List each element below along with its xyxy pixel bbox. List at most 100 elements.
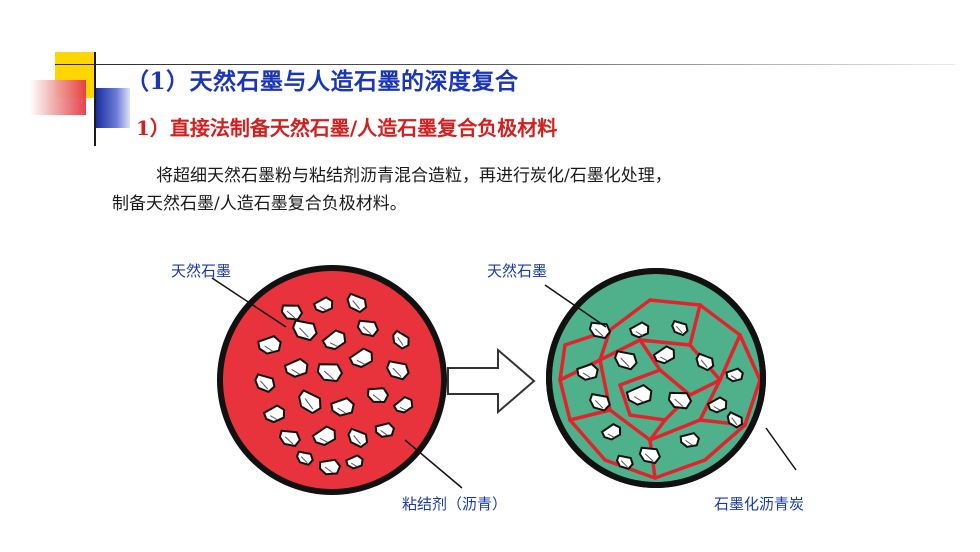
left-binder-label: 粘结剂（沥青） [402,495,508,513]
left-graphite-flake-edge [260,380,269,390]
left-graphite-flake [366,387,390,404]
left-graphite-flake [254,373,276,393]
vertical-deco-line [94,52,96,146]
left-graphite-flake [392,329,410,350]
right-graphite-flake [695,352,715,372]
red-deco-block [30,80,86,115]
right-graphite-flake-edge [731,417,738,426]
left-graphite-flake [311,425,337,447]
page-subtitle: 1）直接法制备天然石墨/人造石墨复合负极材料 [136,116,558,140]
left-graphite-flake [346,292,368,314]
right-graphite-flake-edge [607,433,615,438]
right-graphite-flake [706,396,728,414]
left-graphite-flake [356,319,380,338]
left-graphite-flake-edge [324,466,334,474]
right-graphite-flake [614,350,638,371]
pitch-network-segment [688,378,722,397]
left-graphite-flake [347,427,369,449]
right-graphite-flake-edge [676,325,683,334]
right-bottom-leader-line [765,427,797,471]
right-graphite-flake [679,432,701,448]
pitch-network-segment [638,338,662,372]
right-graphite-flake-edge [713,406,721,411]
left-graphite-flake-edge [397,336,404,346]
right-graphite-flake-edge [620,460,628,468]
left-graphite-flake [392,395,414,414]
pitch-network-segment [608,298,652,332]
left-graphite-flake-edge [353,435,361,445]
right-graphitized-pitch-network [558,298,762,480]
pitch-network-segment [703,423,747,462]
left-graphite-flake [348,347,374,369]
pitch-network-segment [648,418,702,442]
left-graphite-flake-edge [300,456,308,464]
left-graphite-flake-edge [329,342,339,348]
left-graphite-flake-edge [372,394,382,402]
left-graphite-flake-edge [319,437,329,444]
right-graphite-flake [628,321,650,339]
right-graphite-flake [589,392,611,412]
pitch-network-segment [688,303,702,347]
description-line-2: 制备天然石墨/人造石墨复合负极材料。 [112,194,407,214]
pitch-network-segment [603,458,657,480]
left-natural-graphite-label: 天然石墨 [171,262,232,280]
left-graphite-flake-edge [284,436,294,445]
pitch-network-segment [568,418,607,462]
right-graphite-flake-edge [594,328,604,337]
right-graphite-flake-edge [582,372,592,379]
right-graphite-flake-edge [633,396,644,403]
pitch-network-segment [718,333,742,382]
right-graphite-flake [615,454,634,470]
left-natural-graphite-flakes [254,292,414,476]
right-graphite-flake-edge [635,331,643,336]
left-graphite-flake-edge [362,326,372,335]
right-graphite-flake [576,362,599,381]
pitch-network-segment [618,368,662,387]
left-graphite-flake [298,389,322,415]
left-graphite-flake-edge [264,345,274,353]
left-graphite-flake-edge [299,327,309,338]
pitch-network-segment [598,338,642,362]
right-graphite-flake-edge [660,356,668,362]
left-graphite-flake-edge [319,306,327,311]
left-graphite-flake-edge [392,367,402,377]
left-top-leader-line [211,277,287,328]
pitch-network-segment [653,458,707,480]
left-graphite-flake [280,304,304,321]
right-graphite-flake [625,383,653,406]
right-graphite-flake-edge [700,359,708,368]
blue-deco-block [96,88,130,128]
left-graphite-flake-edge [304,398,314,410]
pitch-network-segment [558,378,572,422]
left-graphite-flake [257,335,282,355]
pitch-network-segment [608,408,652,442]
pitch-network-segment [568,408,612,422]
right-graphitized-carbon-label: 石墨化沥青炭 [714,495,805,513]
right-sphere-outline [546,268,766,488]
left-graphite-flake-edge [350,462,358,468]
left-graphite-flake-edge [337,407,347,415]
left-graphite-flake-edge [291,368,301,376]
right-natural-graphite-label: 天然石墨 [487,262,548,280]
pitch-network-segment [628,413,667,422]
right-graphite-flake-edge [730,375,738,381]
left-graphite-flake-edge [352,300,360,310]
pitch-network-segment [638,338,692,347]
left-graphite-flake-edge [286,310,296,319]
right-graphite-flake [638,446,662,465]
left-graphite-flake [330,397,355,417]
pitch-network-segment [743,378,762,427]
right-graphite-flake [667,391,693,410]
right-top-leader-line [544,284,607,328]
right-graphite-flake [725,367,744,383]
left-graphite-flake-edge [399,406,407,411]
description-line-1: 将超细天然石墨粉与粘结剂沥青混合造粒，再进行炭化/石墨化处理， [156,166,672,186]
right-graphite-flake [726,411,743,429]
pitch-network-segment [558,343,567,382]
left-graphite-flake [312,296,334,314]
left-graphite-flake [316,363,344,383]
pitch-network-segment [618,383,632,417]
description-paragraph: 将超细天然石墨粉与粘结剂沥青混合造粒，再进行炭化/石墨化处理， 制备天然石墨/人… [112,162,852,218]
pitch-network-segment [648,418,667,442]
